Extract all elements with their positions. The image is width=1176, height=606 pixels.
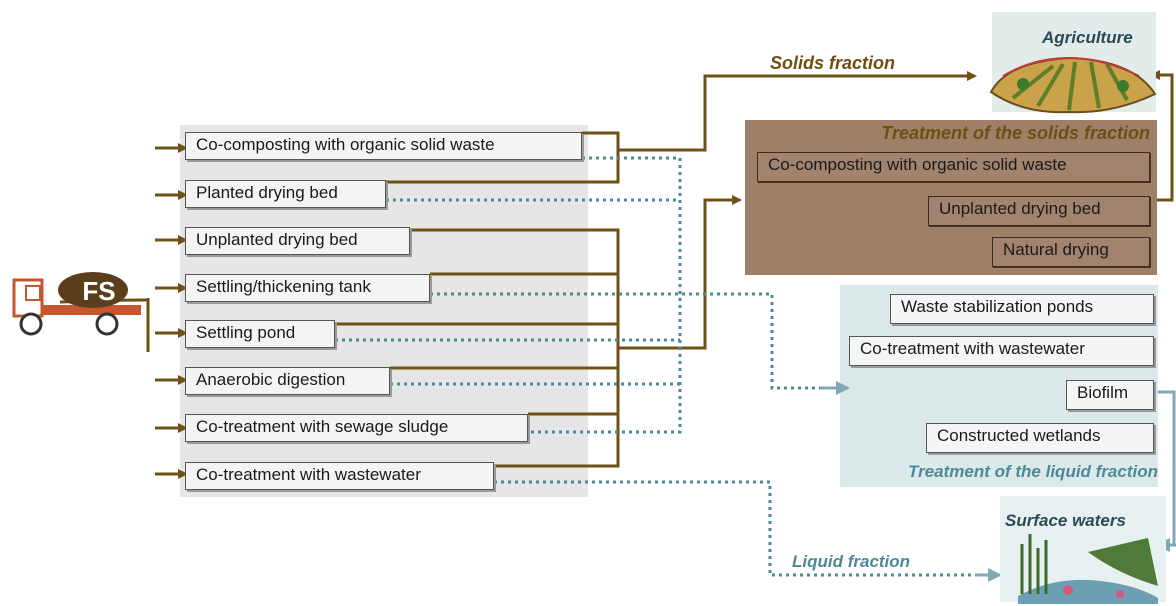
liquid-fraction-label: Liquid fraction (792, 552, 911, 571)
option-co-treatment-sewage-sludge: Co-treatment with sewage sludge (185, 414, 528, 442)
solids-item-co-composting: Co-composting with organic solid waste (757, 152, 1150, 182)
truck-badge: FS (82, 276, 116, 306)
surface-waters-label: Surface waters (1005, 511, 1126, 530)
liquid-item-constructed-wetlands: Constructed wetlands (926, 423, 1154, 453)
agriculture-label: Agriculture (1042, 28, 1133, 47)
input-arrows (155, 143, 188, 479)
solids-lines (335, 70, 1174, 468)
liquid-lines (335, 156, 985, 577)
option-anaerobic-digestion: Anaerobic digestion (185, 367, 390, 395)
option-settling-pond: Settling pond (185, 320, 335, 348)
option-co-composting: Co-composting with organic solid waste (185, 132, 582, 160)
solids-fraction-label: Solids fraction (770, 53, 896, 73)
solids-item-natural-drying: Natural drying (992, 237, 1150, 267)
liquid-item-co-treatment-wastewater: Co-treatment with wastewater (849, 336, 1154, 366)
truck-icon (12, 272, 141, 336)
option-settling-thickening-tank: Settling/thickening tank (185, 274, 430, 302)
liquid-treatment-title: Treatment of the liquid fraction (908, 462, 1158, 481)
option-unplanted-drying-bed: Unplanted drying bed (185, 227, 410, 255)
solids-item-unplanted-drying-bed: Unplanted drying bed (928, 196, 1150, 226)
liquid-item-waste-stabilization-ponds: Waste stabilization ponds (890, 294, 1154, 324)
surface-waters-icon (1018, 534, 1158, 604)
liquid-item-biofilm: Biofilm (1066, 380, 1154, 410)
solids-treatment-title: Treatment of the solids fraction (881, 123, 1150, 143)
option-co-treatment-wastewater: Co-treatment with wastewater (185, 462, 494, 490)
agriculture-icon (989, 56, 1157, 114)
option-planted-drying-bed: Planted drying bed (185, 180, 386, 208)
